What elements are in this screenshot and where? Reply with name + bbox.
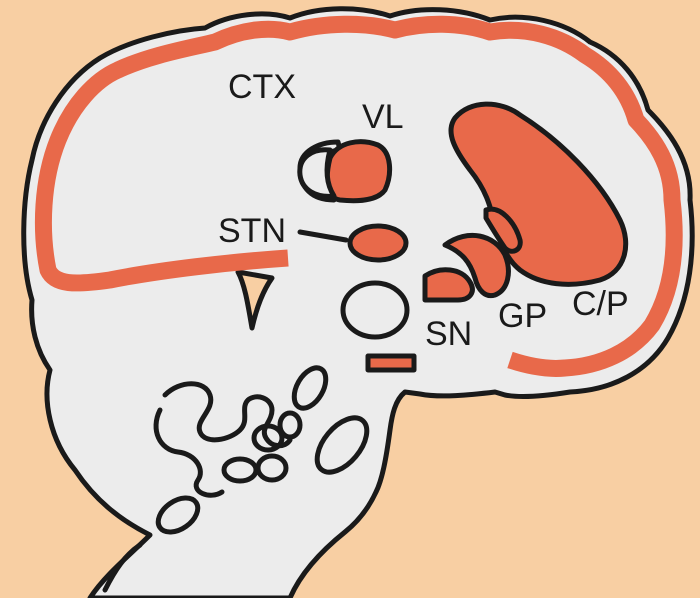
vl-thalamus <box>327 142 389 201</box>
vl-thalamus-left <box>300 150 334 197</box>
label-cp: C/P <box>572 285 629 323</box>
sn-marker-bar <box>368 356 414 370</box>
substantia-nigra-outline <box>343 283 407 337</box>
subthalamic-nucleus <box>350 226 406 260</box>
globus-pallidus-inner <box>425 270 472 300</box>
label-gp: GP <box>498 297 547 335</box>
label-stn: STN <box>218 212 286 250</box>
label-vl: VL <box>362 98 404 136</box>
label-ctx: CTX <box>228 68 296 106</box>
label-sn: SN <box>425 315 472 353</box>
